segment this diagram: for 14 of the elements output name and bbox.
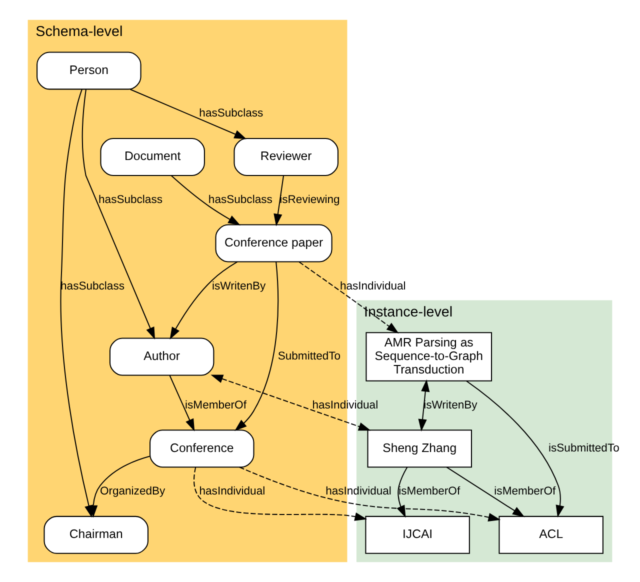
edge-label: isMemberOf [398,486,460,498]
edge-label: isMemberOf [494,486,556,498]
edge-label: isWritenBy [424,399,478,412]
edge-label: OrganizedBy [100,486,166,498]
edge-label: hasSubclass [98,194,162,206]
edge-label: hasSubclass [199,108,264,120]
edge-label: hasSubclass [208,194,272,206]
edge-label: SubmittedTo [278,350,341,363]
edge-label: isSubmittedTo [548,442,620,455]
edge-label: hasIndividual [199,486,266,498]
edge-label: isWritenBy [212,280,266,292]
edge-label: isMemberOf [185,399,246,412]
edge-label: hasIndividual [326,486,392,498]
edge-label: isReviewing [280,194,340,206]
